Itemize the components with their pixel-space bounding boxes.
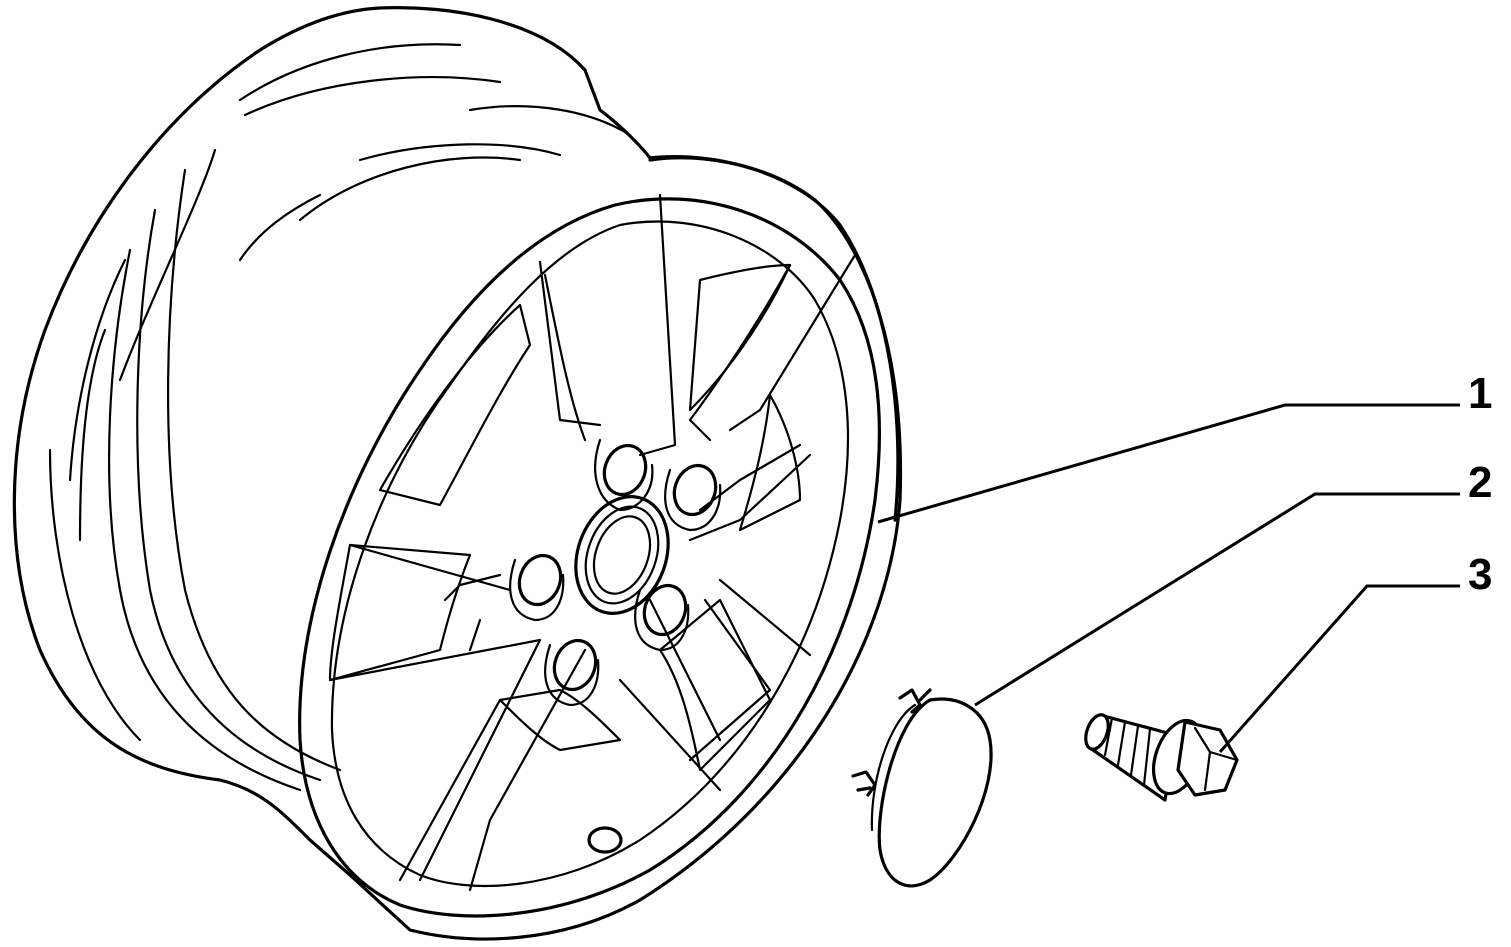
hub-cap[interactable] [851, 688, 993, 888]
rim-spokes [328, 193, 857, 892]
leader-line-1 [877, 403, 1460, 524]
callout-1: 1 [877, 369, 1492, 524]
callout-number-2: 2 [1468, 458, 1492, 507]
callout-number-1: 1 [1468, 369, 1492, 418]
callout-number-3: 3 [1468, 550, 1492, 599]
callout-3: 3 [1218, 550, 1492, 753]
leader-line-2 [974, 492, 1460, 707]
wheel-rim[interactable] [12, 6, 903, 941]
hub-cap-body [877, 697, 993, 888]
callout-2: 2 [974, 458, 1492, 707]
bolt-hex-head [1176, 720, 1239, 797]
rim-front-lip [648, 156, 900, 522]
rim-hub [509, 438, 722, 854]
leader-line-3 [1218, 584, 1460, 753]
wheel-bolt[interactable] [1081, 712, 1239, 802]
